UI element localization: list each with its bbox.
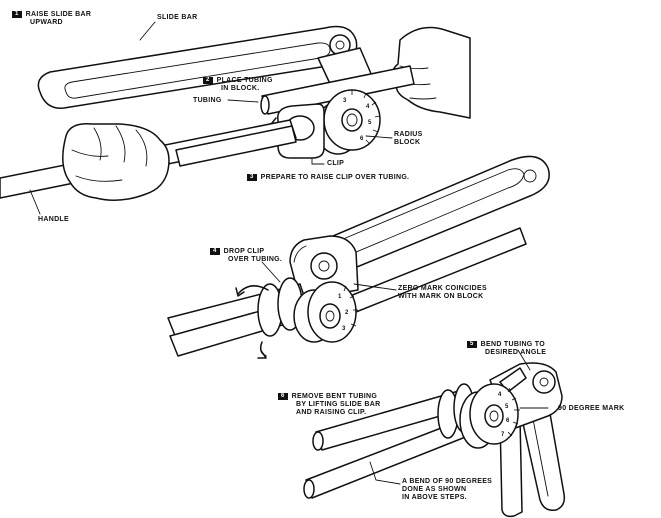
- middle-handle-drawing: [299, 155, 550, 279]
- zero-mark-label: ZERO MARK COINCIDES WITH MARK ON BLOCK: [398, 285, 487, 301]
- step5-text2: DESIRED ANGLE: [485, 349, 547, 356]
- step1-badge: 1: [12, 11, 22, 18]
- bottom-handle-drawing: [499, 401, 566, 518]
- bend-note-line1: A BEND OF 90 DEGREES: [402, 478, 493, 485]
- bottom-dial-drawing: 4 5 6 7: [459, 383, 520, 449]
- rotation-arrow-top: [237, 285, 269, 295]
- step4-text: DROP CLIP: [223, 248, 265, 255]
- radius-block-line2: BLOCK: [394, 139, 421, 146]
- top-assembly: 3 4 5 6: [0, 21, 471, 215]
- degree-mark-label: 90 DEGREE MARK: [558, 405, 625, 412]
- step6-text: REMOVE BENT TUBING: [291, 393, 378, 400]
- svg-text:5: 5: [368, 120, 372, 126]
- step4-badge: 4: [210, 248, 220, 255]
- step5-text: BEND TUBING TO: [480, 341, 545, 348]
- tubing-label: TUBING: [193, 97, 222, 104]
- clip-label: CLIP: [327, 160, 345, 167]
- bend-note-line3: IN ABOVE STEPS.: [402, 494, 467, 501]
- bend-note-line2: DONE AS SHOWN: [402, 486, 467, 493]
- step3-text: PREPARE TO RAISE CLIP OVER TUBING.: [260, 174, 410, 181]
- radius-block-label: RADIUS BLOCK: [394, 131, 423, 147]
- svg-text:6: 6: [360, 136, 364, 142]
- upper-tubing-drawing: [260, 65, 415, 115]
- step5-badge: 5: [467, 341, 477, 348]
- step3-badge: 3: [247, 174, 257, 181]
- svg-text:7: 7: [501, 432, 505, 438]
- svg-text:2: 2: [345, 310, 349, 316]
- svg-text:3: 3: [343, 98, 347, 104]
- step6-text2: BY LIFTING SLIDE BAR: [296, 401, 381, 408]
- middle-dial-drawing: 1 2 3: [293, 281, 358, 343]
- step6-badge: 6: [278, 393, 288, 400]
- svg-text:5: 5: [505, 404, 509, 410]
- step4-text2: OVER TUBING.: [228, 256, 283, 263]
- handle-label: HANDLE: [38, 216, 69, 223]
- radius-block-line1: RADIUS: [394, 131, 423, 138]
- step2-text2: IN BLOCK.: [221, 85, 260, 92]
- left-fist-drawing: [62, 123, 170, 201]
- bend-note-label: A BEND OF 90 DEGREES DONE AS SHOWN IN AB…: [402, 478, 492, 502]
- step1-text: RAISE SLIDE BAR: [25, 11, 92, 18]
- zero-mark-line2: WITH MARK ON BLOCK: [398, 293, 484, 300]
- step2-text: PLACE TUBING: [216, 77, 273, 84]
- zero-mark-line1: ZERO MARK COINCIDES: [398, 285, 487, 292]
- middle-clip-drawing: [257, 277, 303, 337]
- bottom-assembly: 4 5 6 7: [303, 349, 566, 518]
- radius-block-drawing: 3 4 5 6: [315, 89, 381, 155]
- svg-text:4: 4: [498, 392, 502, 398]
- step1-text2: UPWARD: [30, 19, 63, 26]
- svg-text:4: 4: [366, 104, 370, 110]
- step2-badge: 2: [203, 77, 213, 84]
- svg-text:3: 3: [342, 326, 346, 332]
- svg-text:1: 1: [338, 294, 342, 300]
- step6-text3: AND RAISING CLIP.: [296, 409, 367, 416]
- slide-bar-label: SLIDE BAR: [157, 14, 198, 21]
- svg-text:6: 6: [506, 418, 510, 424]
- middle-assembly: 1 2 3: [167, 155, 550, 359]
- radius-block-scale: 3 4 5 6: [343, 90, 381, 145]
